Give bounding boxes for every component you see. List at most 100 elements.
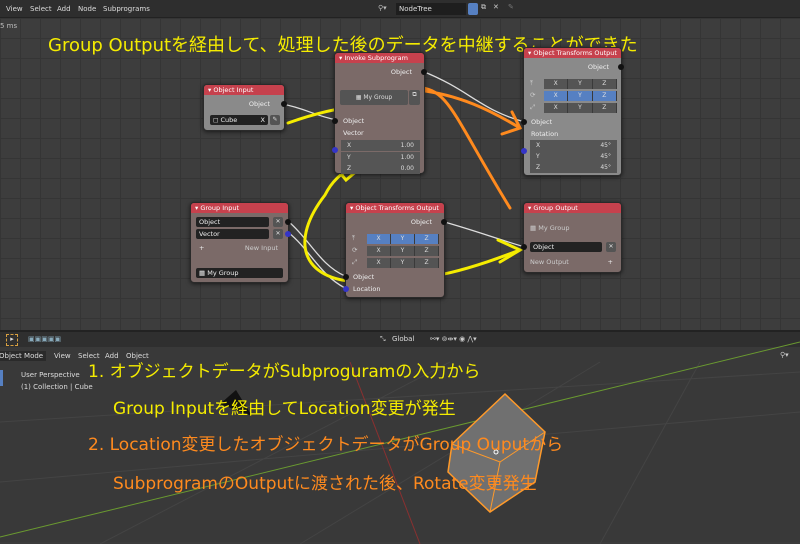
node-group-output[interactable]: ▾ Group Output ▦ My Group Object ✕ New O… [521,202,622,273]
node-header[interactable]: ▾ Group Input [191,203,288,213]
toggle-y[interactable]: Y [568,79,593,89]
menu-object[interactable]: Object [126,352,149,360]
menu-view[interactable]: View [54,352,71,360]
node-header[interactable]: ▾ Object Input [204,85,284,95]
node-group-input[interactable]: ▾ Group Input Object ✕ Vector ✕ + New In… [190,202,291,283]
menu-add[interactable]: Add [105,352,119,360]
output-socket[interactable] [421,69,427,75]
input-socket-object[interactable] [332,118,338,124]
menu-view[interactable]: View [6,5,23,13]
menu-add[interactable]: Add [57,5,71,13]
menu-node[interactable]: Node [78,5,97,13]
input-socket-vector[interactable] [332,147,338,153]
node-header[interactable]: ▾ Object Transforms Output [524,48,621,58]
group-field[interactable]: ▦ My Group [196,268,283,278]
input-socket-object[interactable] [521,119,527,125]
socket-name-object[interactable]: Object [196,217,269,227]
output-socket-vector[interactable] [285,231,291,237]
pin-icon[interactable]: ✎ [508,3,514,11]
toggle-x[interactable]: X [367,258,391,268]
output-socket-object[interactable] [285,219,291,225]
node-header[interactable]: ▾ Invoke Subprogram [335,53,424,63]
toolbar-edge[interactable] [0,370,3,386]
link-invoke-ot [421,70,526,123]
mode-select[interactable]: Object Mode [0,351,47,361]
toggle-z[interactable]: Z [415,258,439,268]
menu-select[interactable]: Select [78,352,100,360]
toggle-y[interactable]: Y [391,258,415,268]
node-header[interactable]: ▾ Group Output [524,203,621,213]
toggle-x[interactable]: X [544,79,569,89]
fake-user-shield-icon[interactable] [468,3,478,15]
node-title: Object Transforms Output [355,204,439,212]
input-label-object: Object [531,118,553,126]
toggle-x[interactable]: X [367,234,391,244]
input-socket-object[interactable] [521,244,527,250]
output-socket[interactable] [618,64,624,70]
node-tree-type-icon[interactable]: ⚲▾ [378,4,387,12]
select-tool-icon[interactable]: ▸ [6,334,18,346]
duplicate-icon[interactable]: ⧉ [481,3,486,11]
output-socket[interactable] [441,219,447,225]
select-mode-icons[interactable]: ▣▣▣▣▣ [28,335,62,343]
3d-viewport[interactable]: ▸ ▣▣▣▣▣ ⤡ Global ⚯▾ ⊚⇹▾ ◉ ⋀▾ Object Mode… [0,330,800,544]
toggle-z[interactable]: Z [415,234,439,244]
pivot-snap-proportional-icons[interactable]: ⚯▾ ⊚⇹▾ ◉ ⋀▾ [430,335,477,343]
toggle-x[interactable]: X [367,246,391,256]
socket-name-vector[interactable]: Vector [196,229,269,239]
toggle-y[interactable]: Y [391,246,415,256]
toggle-y[interactable]: Y [568,103,593,113]
toggle-z[interactable]: Z [415,246,439,256]
input-label-object: Object [353,273,375,281]
menu-subprograms[interactable]: Subprograms [103,5,150,13]
origin-point [493,449,499,455]
input-socket-object[interactable] [343,274,349,280]
axis-label: Y [347,154,351,161]
socket-name-object[interactable]: Object [530,242,602,252]
node-header[interactable]: ▾ Object Transforms Output [346,203,444,213]
toggle-y[interactable]: Y [391,234,415,244]
input-socket-location[interactable] [343,286,349,292]
node-tree-name-field[interactable]: NodeTree [396,3,466,15]
input-socket-rotation[interactable] [521,148,527,154]
remove-socket-icon[interactable]: ✕ [273,217,283,227]
eyedropper-icon[interactable]: ✎ [270,115,280,125]
gizmo-visibility-icon[interactable]: ⚲▾ [780,351,789,359]
new-output-label: New Output [530,258,569,266]
close-icon[interactable]: ✕ [493,3,499,11]
remove-socket-icon[interactable]: ✕ [606,242,616,252]
toggle-y[interactable]: Y [568,91,593,101]
toggle-x[interactable]: X [544,91,569,101]
remove-socket-icon[interactable]: ✕ [273,229,283,239]
orientation-select[interactable]: Global [392,335,415,343]
add-output-icon[interactable]: + [607,258,613,266]
toggle-z[interactable]: Z [592,79,617,89]
menu-select[interactable]: Select [30,5,52,13]
toggle-z[interactable]: Z [592,103,617,113]
toggle-x[interactable]: X [544,103,569,113]
clear-icon[interactable]: X [260,116,265,124]
add-input-icon[interactable]: + [199,244,205,252]
output-socket[interactable] [281,101,287,107]
toggle-z[interactable]: Z [592,91,617,101]
group-selector[interactable]: ▦ My Group [340,90,408,105]
cube-object [447,392,546,513]
new-group-icon[interactable]: ⧉ [409,90,420,105]
node-invoke-subprogram[interactable]: ▾ Invoke Subprogram Object ▦ My Group ⧉ … [332,52,427,174]
